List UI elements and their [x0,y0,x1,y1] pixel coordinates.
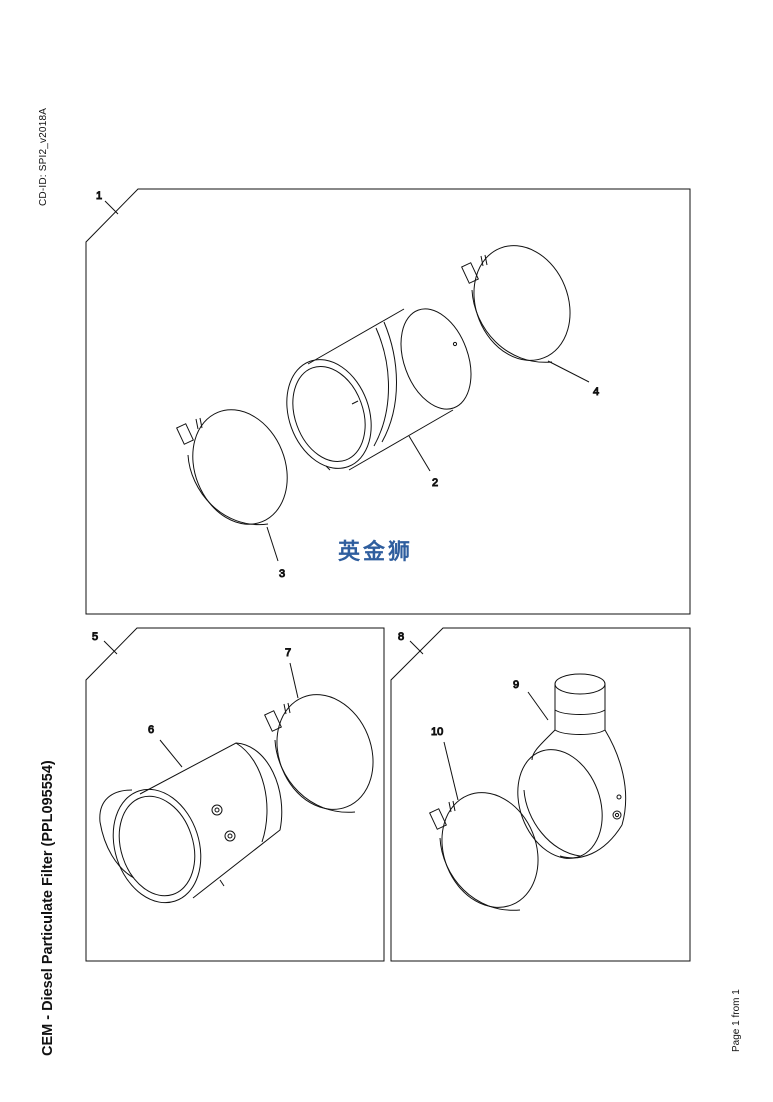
callout-7: 7 [285,647,291,659]
callout-9: 9 [513,679,519,691]
panel-8-frame [390,627,691,962]
panel-1-frame [85,188,691,615]
clamp-band-panel-5 [264,694,374,813]
panel-5-frame [85,627,385,962]
callout-3: 3 [279,568,285,580]
filter-housing-assembly [99,742,283,904]
panel-1: 1 2 3 [85,188,691,615]
clamp-band-panel-8 [429,792,539,911]
callout-4: 4 [593,386,599,398]
callout-2: 2 [432,477,438,489]
panel-5: 5 6 7 [85,627,385,962]
panel-1-number: 1 [96,190,102,202]
watermark-logo: 英金狮 [338,539,413,565]
filter-cartridge [286,308,472,471]
clamp-band-left [176,409,288,526]
callout-6: 6 [148,724,154,736]
callout-10: 10 [431,726,443,738]
panel-5-number: 5 [92,631,98,643]
outlet-elbow [517,673,627,859]
clamp-band-right [461,245,571,363]
panel-8-number: 8 [398,631,404,643]
panel-8: 8 9 10 [390,627,691,962]
